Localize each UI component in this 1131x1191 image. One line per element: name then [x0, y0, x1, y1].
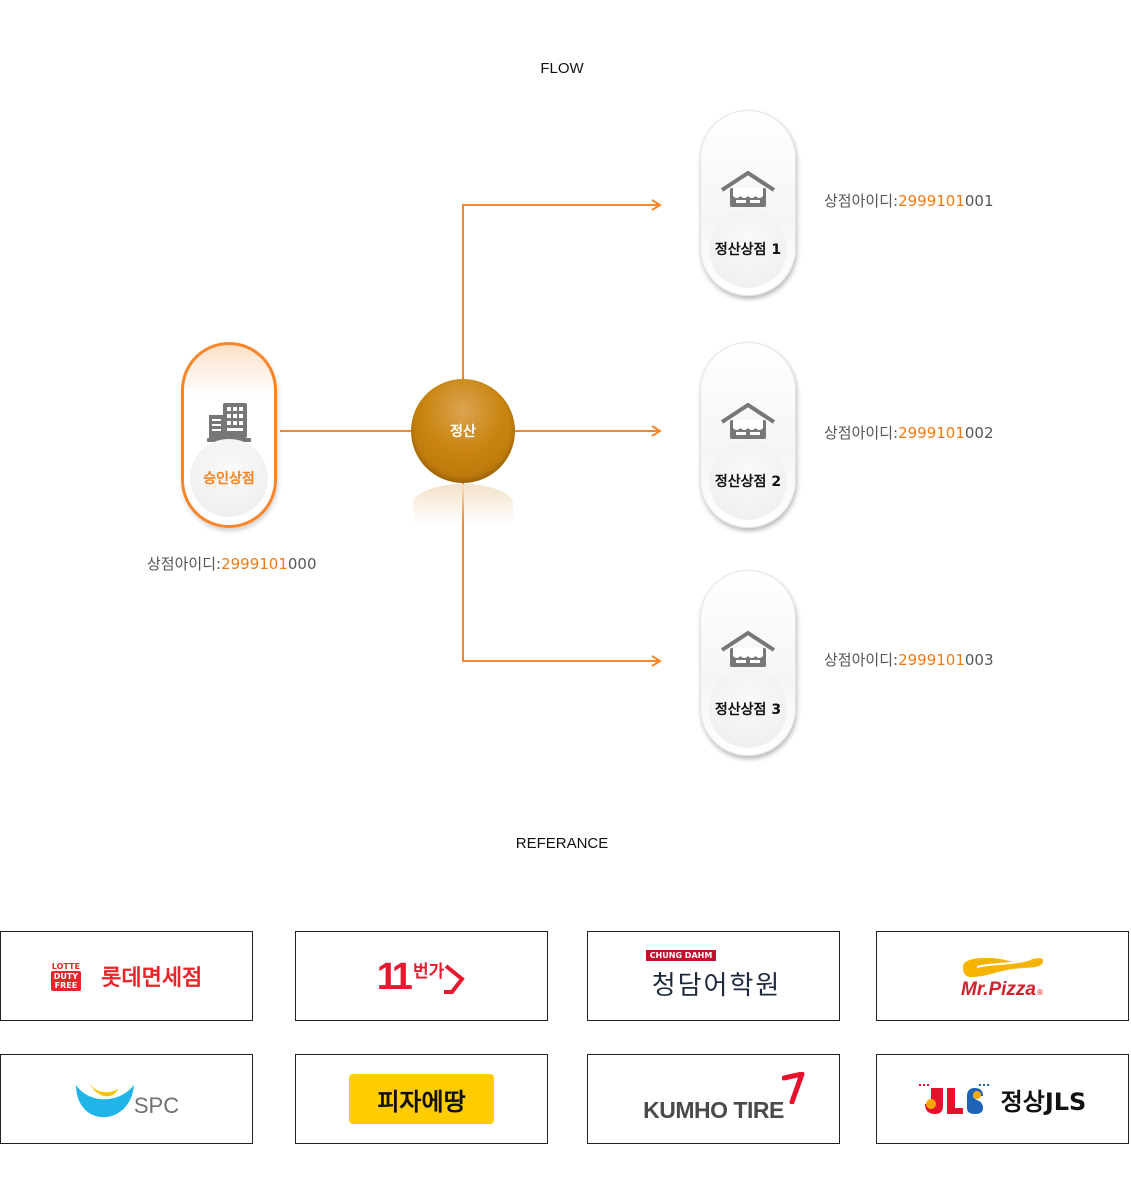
jls-mark-icon	[918, 1084, 989, 1114]
reference-heading: REFERANCE	[515, 835, 609, 852]
logo-chungdahm[interactable]: CHUNG DAHM 청담어학원	[587, 931, 840, 1021]
kumho-arrow-icon	[781, 1072, 805, 1104]
id-highlight: 2999101	[898, 192, 965, 210]
settlement-store-1[interactable]: 정산상점 1	[700, 110, 796, 296]
lotte-badge-line: LOTTE	[51, 961, 80, 971]
settlement-store-3-id: 상점아이디:2999101003	[824, 649, 994, 670]
logo-pizza-etang[interactable]: 피자에땅	[295, 1054, 548, 1144]
id-prefix: 상점아이디:	[147, 555, 222, 573]
logo-mr-pizza[interactable]: Mr.Pizza®	[876, 931, 1129, 1021]
logo-jeongsang-jls[interactable]: 정상JLS	[876, 1054, 1129, 1144]
lotte-badge-line: FREE	[54, 980, 78, 990]
id-prefix: 상점아이디:	[824, 651, 899, 669]
store-icon	[720, 170, 776, 212]
arrow-icon	[444, 963, 465, 994]
id-suffix: 000	[287, 555, 317, 573]
settlement-store-2[interactable]: 정산상점 2	[700, 342, 796, 528]
arrowhead-store-3	[651, 655, 662, 667]
arrowhead-store-2	[651, 425, 662, 437]
id-suffix: 002	[964, 424, 994, 442]
settlement-hub[interactable]: 정산	[411, 379, 515, 483]
id-suffix: 001	[964, 192, 994, 210]
pizza-etang-text: 피자에땅	[377, 1087, 466, 1116]
pizza-etang-badge: 피자에땅	[349, 1074, 494, 1124]
building-icon	[205, 401, 253, 447]
hub-reflection	[413, 484, 513, 524]
settlement-store-1-id: 상점아이디:2999101001	[824, 190, 994, 211]
arrowhead-store-1	[651, 199, 662, 211]
settlement-store-1-label: 정산상점 1	[709, 210, 787, 288]
store-icon	[720, 402, 776, 444]
store-icon	[720, 630, 776, 672]
logo-11st[interactable]: 11 번가	[295, 931, 548, 1021]
flow-heading: FLOW	[540, 60, 584, 77]
lotte-text: 롯데면세점	[101, 966, 203, 991]
settlement-store-3[interactable]: 정산상점 3	[700, 570, 796, 756]
logo-kumho-tire[interactable]: KUMHO TIRE	[587, 1054, 840, 1144]
settlement-store-2-label: 정산상점 2	[709, 442, 787, 520]
kumho-text: KUMHO TIRE	[643, 1097, 784, 1123]
lotte-badge-line: DUTY	[53, 971, 79, 981]
approval-store-node[interactable]: 승인상점	[181, 342, 277, 528]
lotte-badge: LOTTE DUTY FREE	[50, 961, 82, 991]
id-suffix: 003	[964, 651, 994, 669]
settlement-store-2-id: 상점아이디:2999101002	[824, 422, 994, 443]
flow-connectors	[280, 199, 662, 667]
connector-hub-to-store-3	[462, 483, 658, 662]
hub-label: 정산	[450, 424, 476, 440]
registered-mark: ®	[1035, 988, 1044, 997]
pizza-swirl-icon	[962, 957, 1043, 977]
id-prefix: 상점아이디:	[824, 424, 899, 442]
spc-smile-icon	[75, 1081, 134, 1118]
approval-store-label: 승인상점	[190, 439, 268, 517]
jls-text: 정상JLS	[1000, 1087, 1087, 1116]
id-prefix: 상점아이디:	[824, 192, 899, 210]
connector-hub-to-store-1	[462, 204, 658, 380]
11st-text: 번가	[412, 961, 445, 982]
logo-spc[interactable]: SPC	[0, 1054, 253, 1144]
approval-store-id: 상점아이디:2999101000	[147, 553, 317, 574]
spc-text: SPC	[133, 1093, 180, 1118]
chungdahm-text: 청담어학원	[651, 971, 782, 1001]
chungdahm-badge: CHUNG DAHM	[645, 950, 717, 961]
logo-lotte-duty-free[interactable]: LOTTE DUTY FREE 롯데면세점	[0, 931, 253, 1021]
id-highlight: 2999101	[898, 651, 965, 669]
11st-number: 11	[376, 955, 413, 998]
id-highlight: 2999101	[221, 555, 288, 573]
id-highlight: 2999101	[898, 424, 965, 442]
mr-pizza-text: Mr.Pizza	[961, 979, 1036, 1000]
settlement-store-3-label: 정산상점 3	[709, 670, 787, 748]
